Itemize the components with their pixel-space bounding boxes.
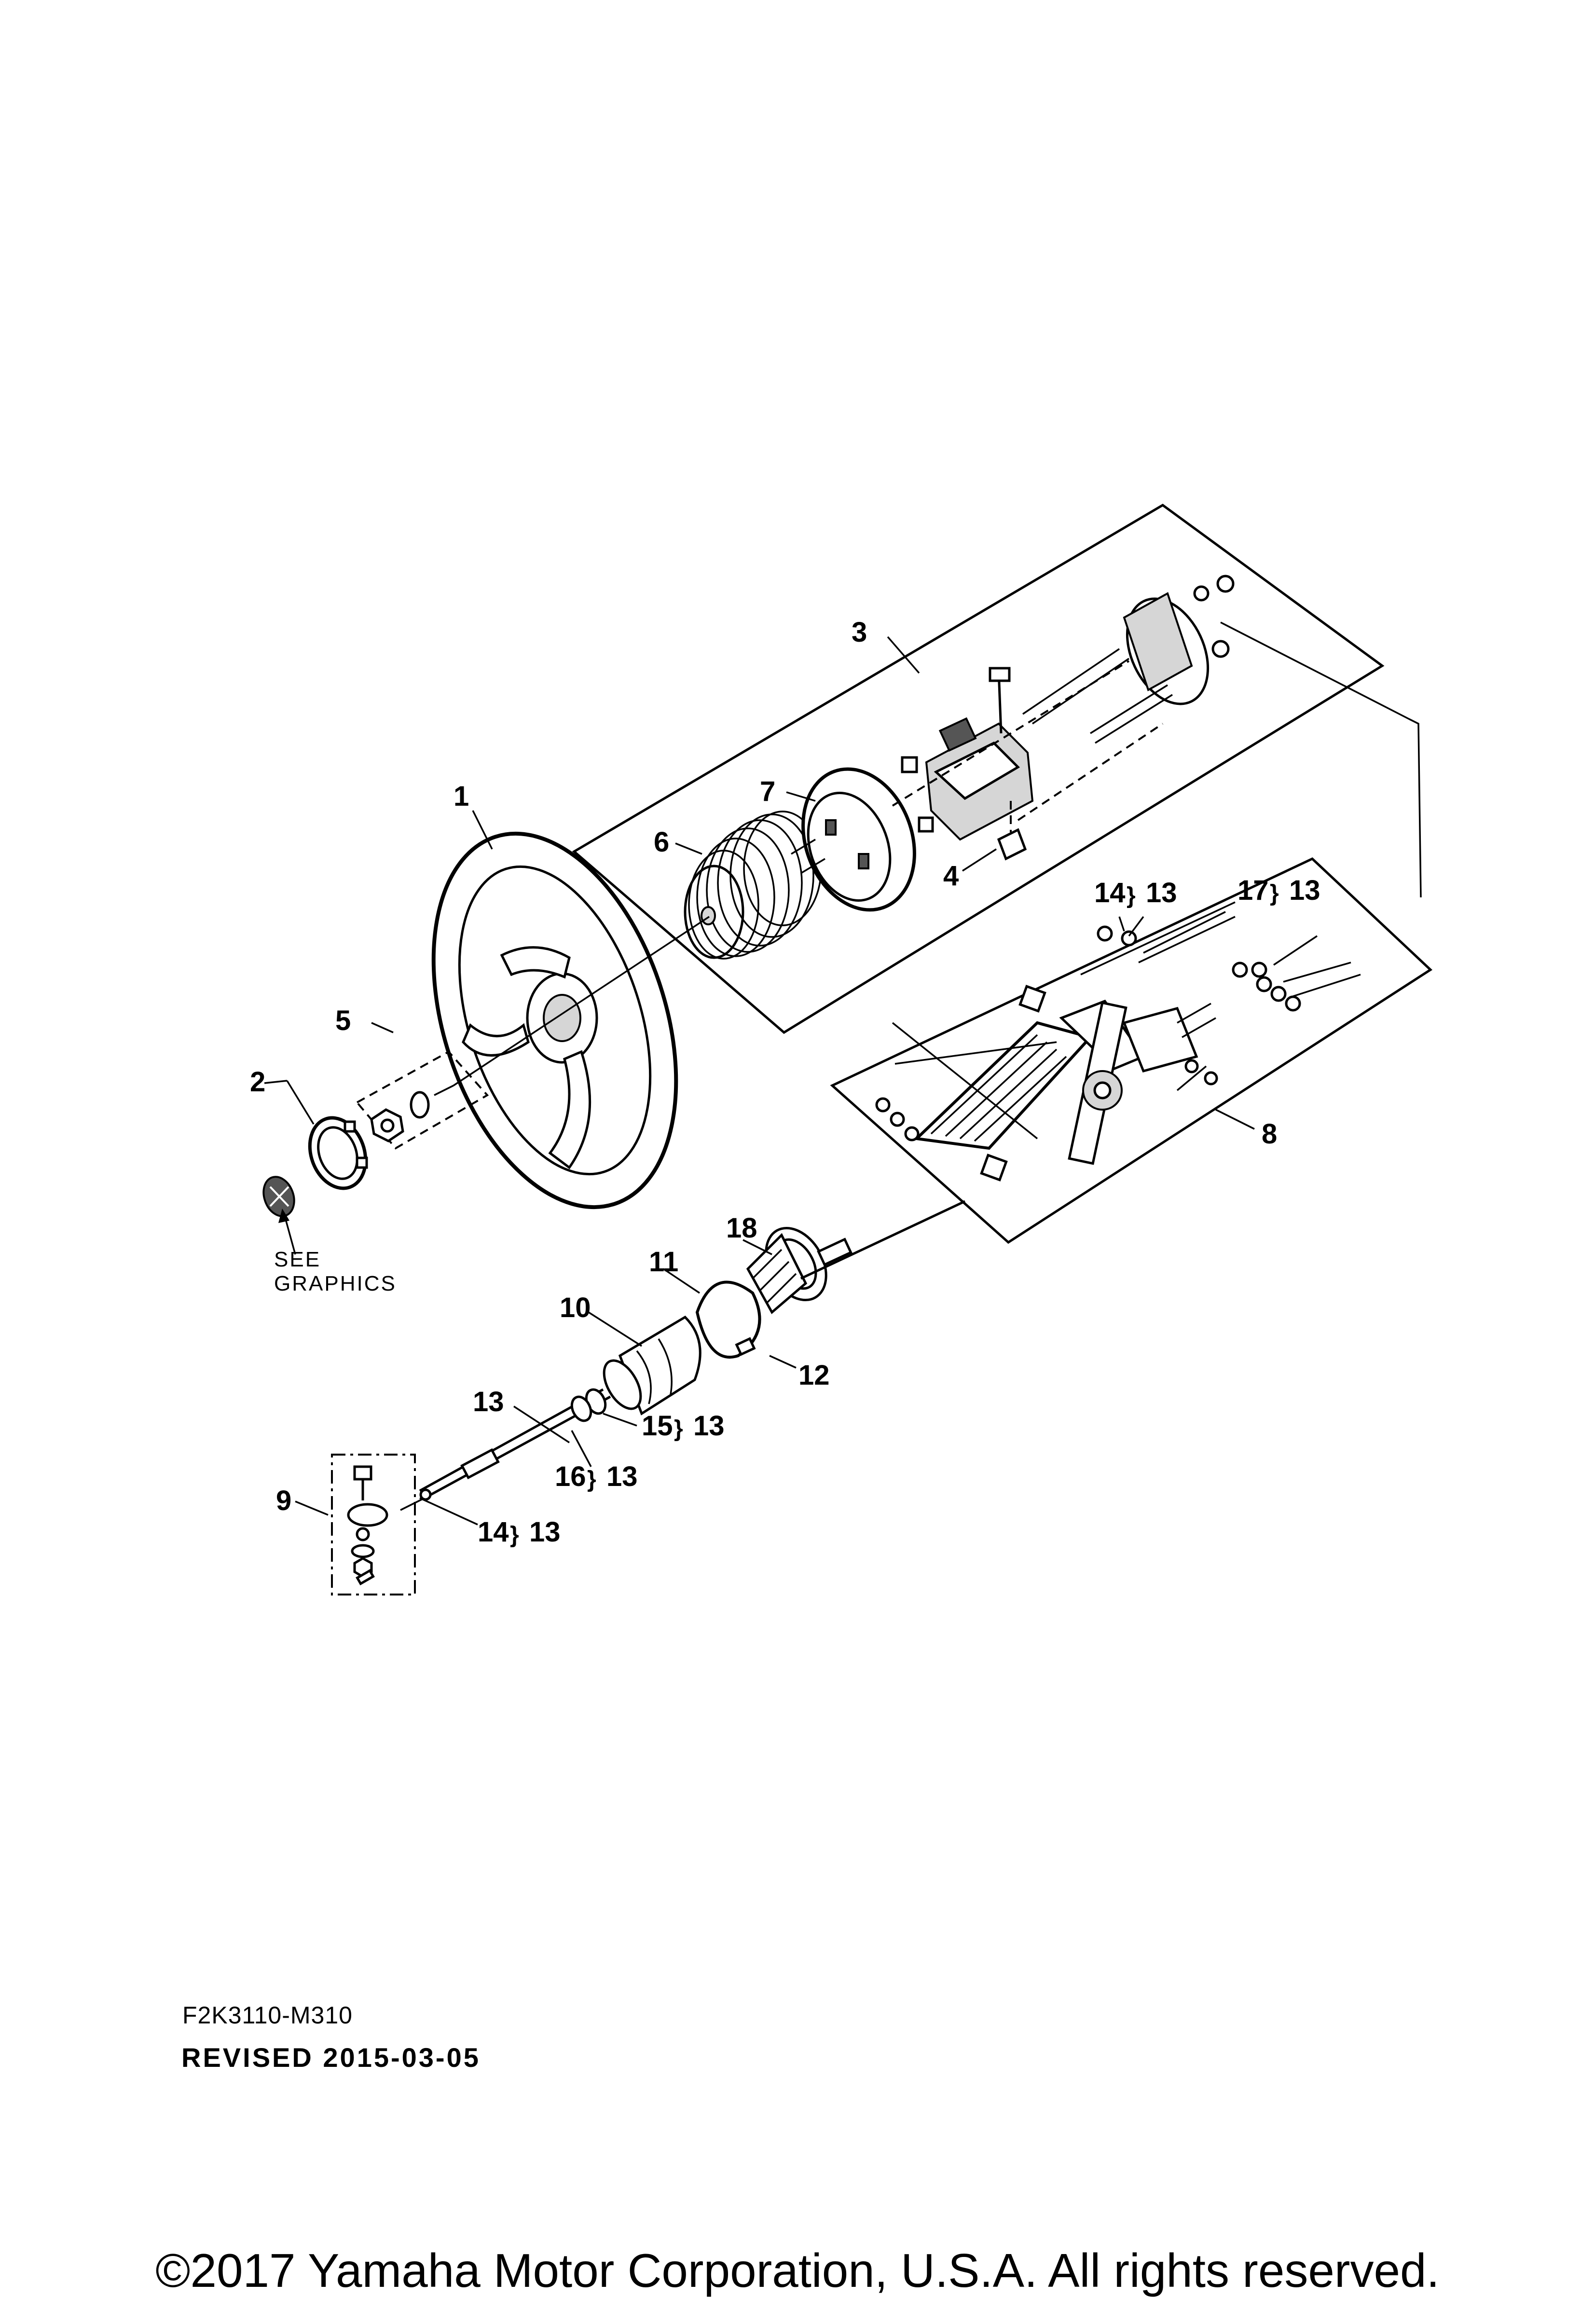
assembly-8-frame xyxy=(830,857,1433,1244)
see-graphics-line1: SEE xyxy=(274,1248,321,1271)
cable-end-part-9 xyxy=(331,1454,416,1595)
callout-14-13-top: 14 } 13 xyxy=(1094,877,1177,908)
see-graphics-line2: GRAPHICS xyxy=(274,1272,397,1295)
control-lever-part-8 xyxy=(875,901,1361,1182)
svg-text:13: 13 xyxy=(1289,875,1320,906)
svg-text:}: } xyxy=(587,1467,596,1492)
screw-part-12 xyxy=(735,1337,756,1356)
copyright-notice: ©2017 Yamaha Motor Corporation, U.S.A. A… xyxy=(155,2244,1440,2297)
band-part-11 xyxy=(695,1280,761,1359)
callout-2: 2 xyxy=(250,1066,265,1098)
hub-ring-part-2 xyxy=(262,1116,368,1217)
svg-text:17: 17 xyxy=(1238,875,1269,906)
callout-3: 3 xyxy=(852,617,867,648)
leader-lines xyxy=(264,636,1255,1526)
clip-part-4 xyxy=(997,801,1027,861)
svg-text:13: 13 xyxy=(1146,877,1177,908)
callout-12: 12 xyxy=(798,1360,830,1391)
document-code: F2K3110-M310 xyxy=(182,2002,353,2029)
boot-part-10 xyxy=(603,1315,701,1416)
svg-text:14: 14 xyxy=(478,1516,509,1548)
cover-part-7 xyxy=(801,767,916,912)
column-housing-part-3 xyxy=(791,575,1235,874)
callout-10: 10 xyxy=(560,1292,591,1323)
svg-text:14: 14 xyxy=(1094,877,1126,908)
revision-date: REVISED 2015-03-05 xyxy=(181,2042,481,2073)
callout-11: 11 xyxy=(649,1246,678,1278)
svg-text:16: 16 xyxy=(555,1461,586,1492)
callout-4: 4 xyxy=(943,860,959,892)
callout-15-13: 15 } 13 xyxy=(642,1410,725,1442)
callout-13: 13 xyxy=(473,1386,504,1417)
control-cable-part-13 xyxy=(400,1200,966,1511)
centerline-wheel xyxy=(453,916,710,1086)
callout-1: 1 xyxy=(454,781,469,812)
svg-text:13: 13 xyxy=(529,1516,561,1548)
svg-text:}: } xyxy=(674,1416,683,1442)
svg-text:13: 13 xyxy=(693,1410,725,1442)
steering-wheel-part xyxy=(431,831,678,1210)
svg-text:}: } xyxy=(1127,883,1136,908)
callout-7: 7 xyxy=(760,776,775,807)
boot-part-18 xyxy=(746,1226,827,1314)
hub-nut-part-5 xyxy=(355,1050,489,1150)
svg-text:}: } xyxy=(510,1522,519,1548)
assembly-3-frame xyxy=(572,504,1385,1034)
svg-text:13: 13 xyxy=(606,1461,638,1492)
boot-part-6 xyxy=(684,811,822,960)
callout-6: 6 xyxy=(654,826,669,858)
callout-9: 9 xyxy=(276,1485,291,1516)
see-graphics-arrow xyxy=(278,1209,296,1255)
assembly-connector-line xyxy=(1220,621,1422,898)
callout-14-13-bottom: 14 } 13 xyxy=(478,1516,561,1548)
svg-text:}: } xyxy=(1270,880,1279,906)
callout-18: 18 xyxy=(726,1212,757,1244)
callout-17-13: 17 } 13 xyxy=(1238,875,1320,906)
svg-text:15: 15 xyxy=(642,1410,673,1442)
callout-5: 5 xyxy=(335,1005,351,1036)
callout-8: 8 xyxy=(1262,1118,1277,1150)
callout-16-13: 16 } 13 xyxy=(555,1461,638,1492)
